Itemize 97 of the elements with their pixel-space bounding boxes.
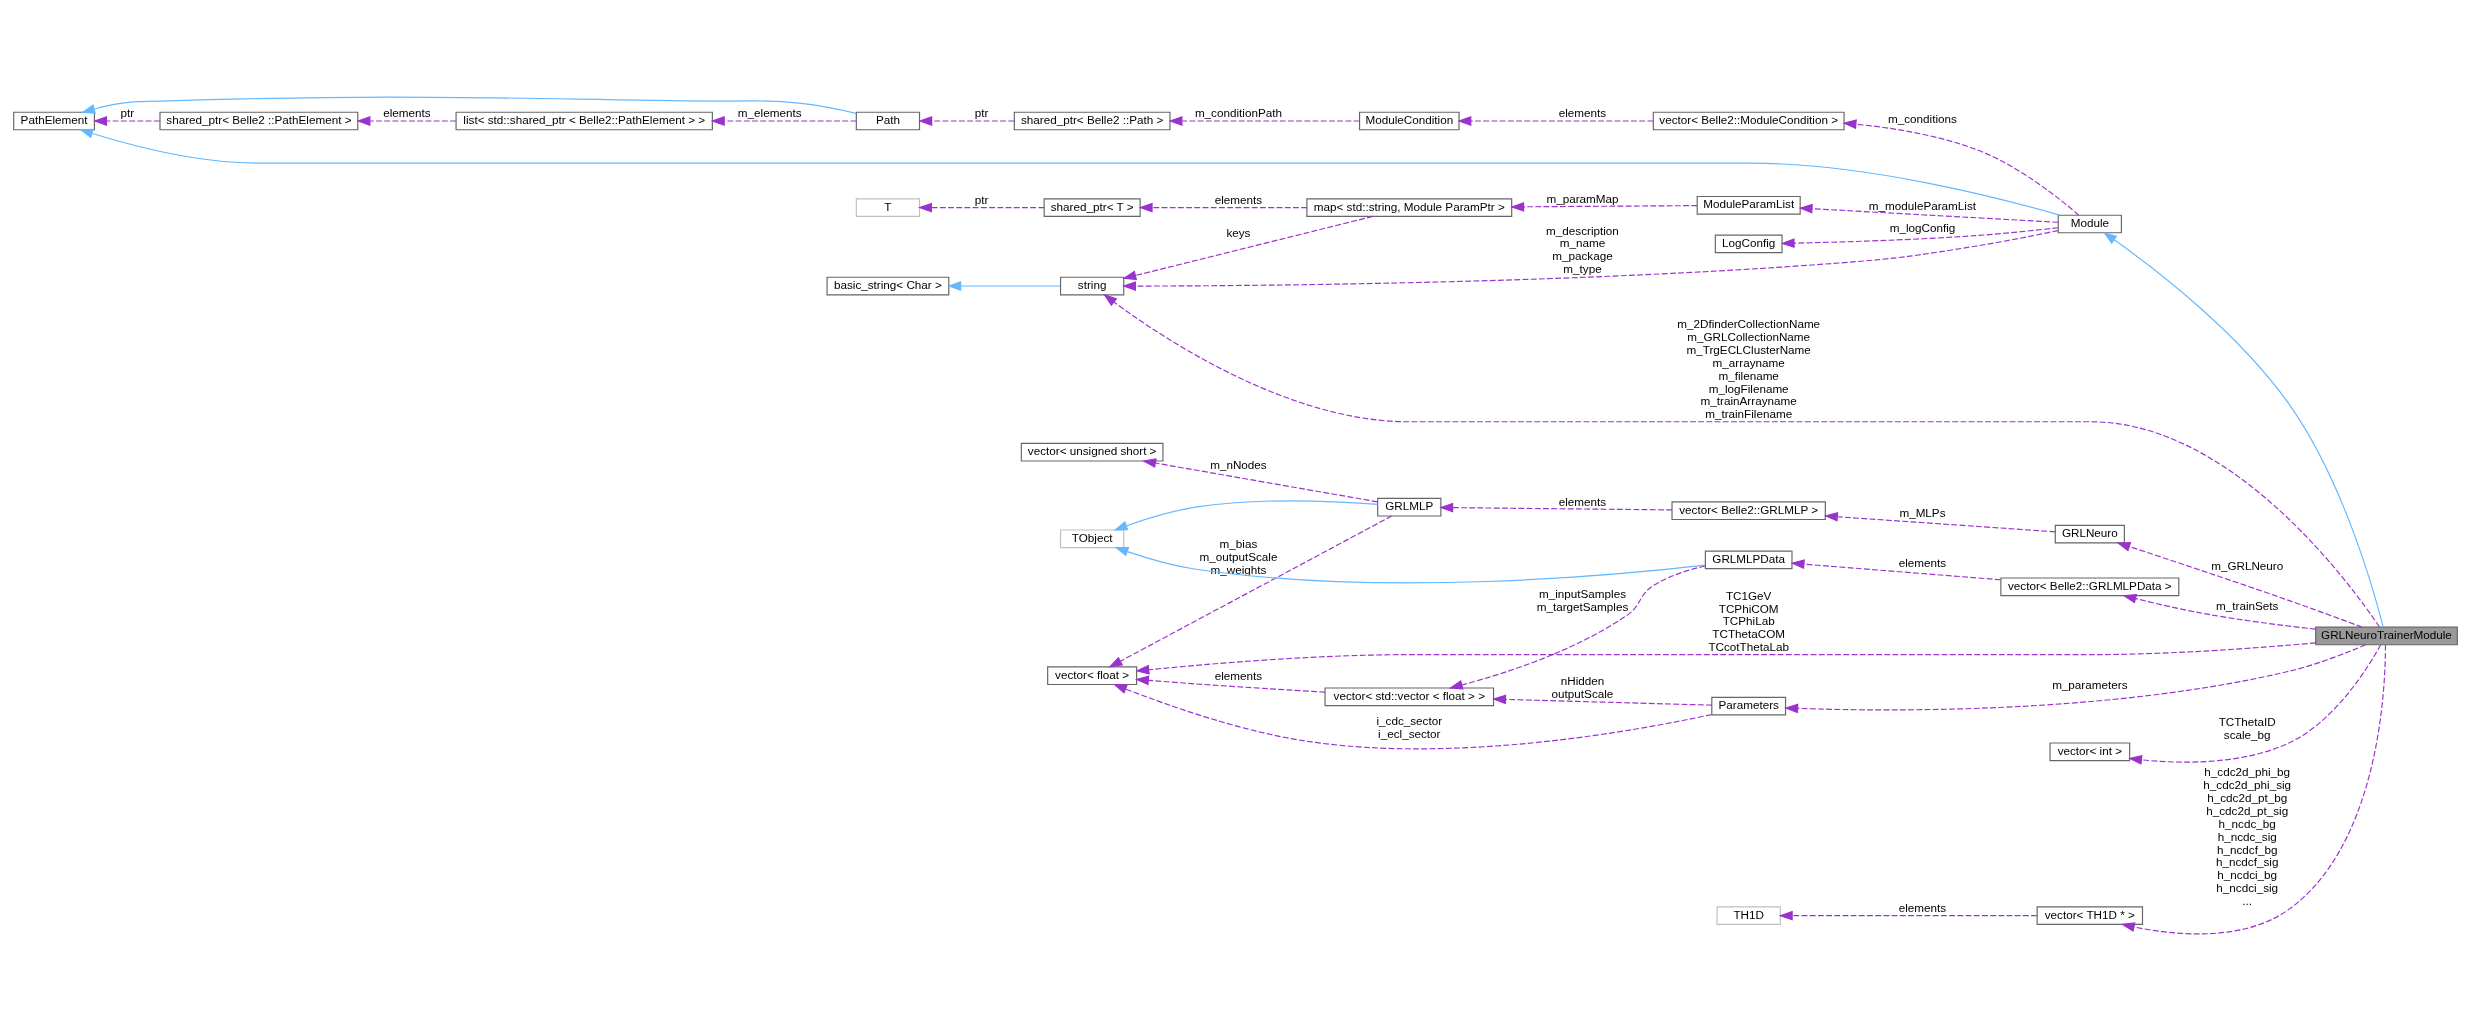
arrow — [81, 95, 857, 114]
node-box: LogConfig — [1714, 234, 1783, 253]
arrow — [1108, 514, 1393, 668]
edge-label: m_2DfinderCollectionName m_GRLCollectionName m_TrgECLClusterName m_arrayname m_filename m_logFilename m_trainArrayname m_trainFilename — [1677, 316, 1821, 420]
edge-label: elements — [1898, 555, 1947, 569]
node-box: string — [1059, 276, 1125, 295]
arrow — [1113, 499, 1379, 531]
edge-label: m_moduleParamList — [1868, 198, 1977, 212]
edge-label: m_trainSets — [2216, 598, 2279, 612]
node-box: vector< Belle2::ModuleCondition > — [1652, 111, 1845, 130]
edge-label: m_MLPs — [1899, 505, 1946, 519]
edge-label: m_parameters — [2052, 677, 2128, 691]
edge-label: m_conditions — [1888, 111, 1957, 125]
edge-label: m_nNodes — [1210, 457, 1267, 471]
arrow — [1138, 202, 1308, 213]
arrow — [1439, 502, 1673, 513]
arrow — [1510, 201, 1698, 212]
arrow — [947, 280, 1061, 291]
arrow — [2120, 643, 2387, 934]
edge-label: elements — [1558, 105, 1607, 119]
arrow — [1142, 457, 1378, 502]
edge-label: nHidden outputScale — [1551, 673, 1614, 700]
edge-label: elements — [1558, 494, 1607, 508]
edge-label: m_inputSamples m_targetSamples — [1536, 586, 1629, 613]
node-box: list< std::shared_ptr < Belle2::PathElement > > — [455, 111, 713, 130]
node-box: vector< float > — [1047, 665, 1138, 685]
node-box: T — [855, 197, 921, 217]
arrow — [1168, 115, 1360, 126]
node-box: PathElement — [13, 111, 96, 130]
edge-label: ptr — [974, 192, 989, 206]
node-box: map< std::string, Module ParamPtr > — [1306, 197, 1513, 217]
edge-label: elements — [383, 105, 431, 119]
arrow — [1790, 558, 2002, 580]
arrow — [1780, 226, 2059, 248]
arrow — [1122, 229, 2059, 291]
node-box: vector< Belle2::GRLMLPData > — [2000, 576, 2180, 596]
arrow — [1103, 293, 2380, 627]
node-box: vector< TH1D * > — [2036, 905, 2144, 925]
arrow — [1448, 564, 1706, 690]
edge-label: ptr — [974, 105, 989, 119]
arrow — [2128, 643, 2382, 765]
edge-label: h_cdc2d_phi_bg h_cdc2d_phi_sig h_cdc2d_pt_bg h_cdc2d_pt_sig h_ncdc_bg h_ncdc_sig h_ncdcf_bg h_ncdcf_sig h_ncdci_bg h_ncdci_sig ... — [2203, 764, 2292, 907]
node-box: shared_ptr< Belle2 ::PathElement > — [159, 111, 359, 130]
arrow — [917, 202, 1045, 213]
node-box: ModuleCondition — [1358, 111, 1460, 130]
node-box: vector< std::vector < float > > — [1324, 686, 1495, 706]
edge-label: m_paramMap — [1546, 191, 1619, 205]
arrow — [79, 128, 2061, 216]
node-box: shared_ptr< Belle2 ::Path > — [1013, 111, 1171, 130]
edge-label: m_elements — [737, 105, 802, 119]
arrow — [1457, 115, 1654, 126]
node-box: vector< int > — [2049, 741, 2131, 761]
node-box: TH1D — [1716, 905, 1781, 925]
arrow — [918, 115, 1015, 126]
arrow — [1823, 511, 2056, 532]
node-box: vector< unsigned short > — [1020, 442, 1164, 462]
edge-label: i_cdc_sector i_ecl_sector — [1376, 713, 1443, 740]
edge-label: m_description m_name m_package m_type — [1546, 223, 1619, 275]
arrow — [1798, 203, 2059, 223]
node-box: TObject — [1059, 528, 1125, 548]
arrow — [710, 115, 857, 126]
node-box: Path — [855, 111, 921, 130]
edge-label: elements — [1214, 668, 1263, 682]
arrow — [1784, 643, 2367, 713]
node-box: Module — [2057, 214, 2122, 233]
edge-label: m_bias m_outputScale m_weights — [1199, 536, 1278, 576]
arrow — [1122, 215, 1374, 280]
node-box: Parameters — [1711, 696, 1787, 715]
arrow — [1114, 546, 1706, 583]
node-box: ModuleParamList — [1696, 195, 1801, 215]
arrow — [2116, 541, 2363, 628]
node-box: GRLNeuro — [2054, 524, 2125, 543]
node-box: GRLMLPData — [1704, 550, 1793, 569]
node-box: vector< Belle2::GRLMLP > — [1671, 500, 1826, 520]
node-box: GRLMLP — [1377, 497, 1442, 517]
edge-label: m_GRLNeuro — [2211, 558, 2284, 572]
arrow — [1778, 910, 2038, 921]
arrow — [356, 115, 457, 126]
arrow — [1491, 694, 1713, 706]
node-box: GRLNeuroTrainerModule — [2315, 626, 2458, 645]
edge-label: elements — [1898, 900, 1947, 914]
edge-label: m_logConfig — [1889, 220, 1956, 234]
arrow — [1113, 683, 1712, 749]
edge-label: TCThetaID scale_bg — [2218, 714, 2276, 741]
node-box: shared_ptr< T > — [1043, 197, 1141, 217]
arrow — [2122, 593, 2317, 630]
edge-label: elements — [1214, 192, 1263, 206]
arrow — [1134, 674, 1326, 693]
arrow — [2103, 231, 2384, 627]
arrow — [93, 115, 161, 126]
edge-label: m_conditionPath — [1194, 105, 1282, 119]
arrow — [1135, 641, 2317, 675]
edge-label: TC1GeV TCPhiCOM TCPhiLab TCThetaCOM TCcotThetaLab — [1708, 588, 1789, 653]
edge-label: keys — [1226, 225, 1251, 239]
node-box: basic_string< Char > — [826, 276, 950, 295]
arrow — [1842, 118, 2080, 216]
edge-label: ptr — [120, 105, 135, 119]
